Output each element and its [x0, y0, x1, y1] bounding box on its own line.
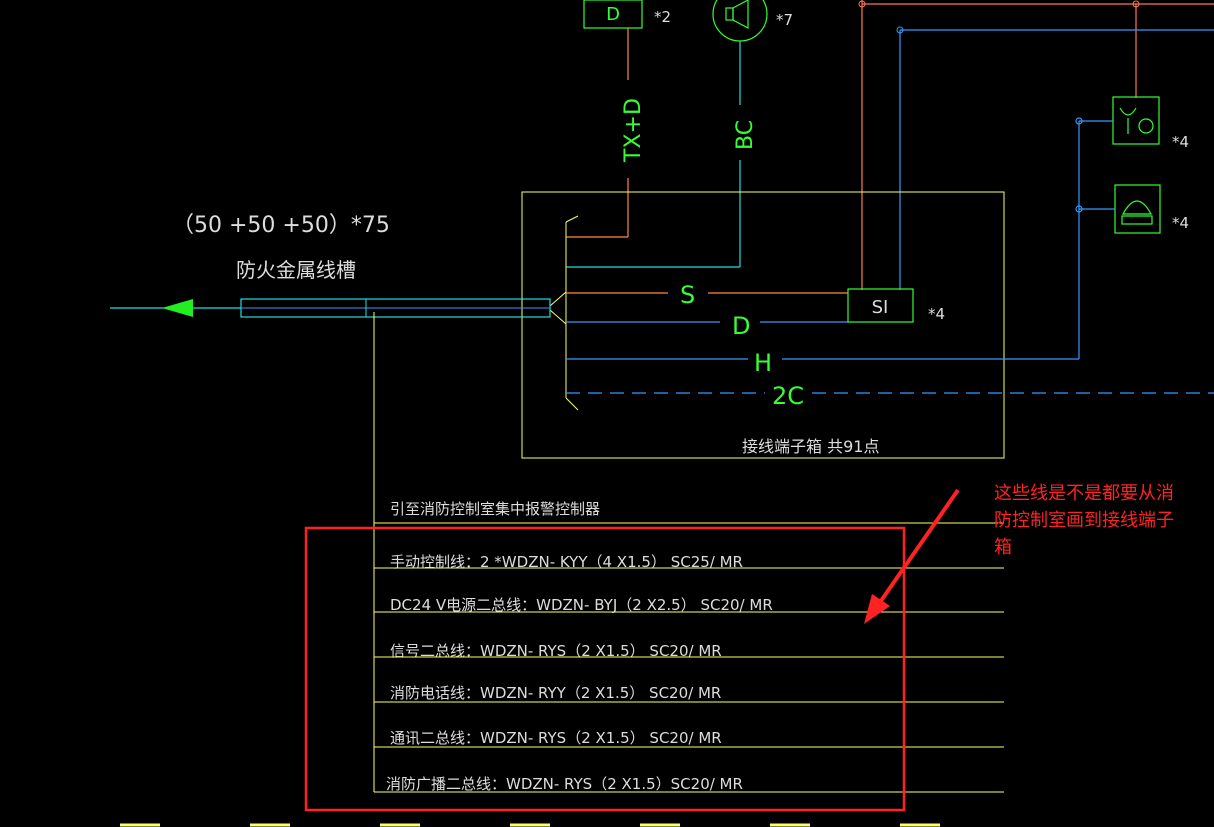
annotation-line-3: 箱 — [994, 537, 1012, 558]
phone-jack-count: *4 — [1172, 133, 1189, 151]
cable-label-bc: BC — [733, 120, 758, 150]
bundle-fan — [549, 215, 579, 411]
cable-label-tx-d: TX+D — [621, 98, 646, 163]
si-label: SI — [872, 297, 889, 318]
arrow-left-icon — [162, 299, 193, 317]
cable-trunking[interactable] — [240, 298, 551, 318]
detector-label: D — [606, 4, 620, 25]
arrow-down-left-icon — [864, 594, 890, 624]
annotation-line-2: 防控制室画到接线端子 — [994, 510, 1174, 531]
cable-label-s: S — [680, 281, 695, 309]
annotation-question: 这些线是不是都要从消 防控制室画到接线端子 箱 — [994, 483, 1174, 558]
phone-count: *4 — [1172, 214, 1189, 232]
wiring-item-5: 通讯二总线：WDZN- RYS（2 X1.5） SC20/ MR — [390, 729, 722, 747]
wiring-item-3: 信号二总线：WDZN- RYS（2 X1.5） SC20/ MR — [390, 642, 722, 660]
phone-jack-icon — [1119, 107, 1137, 116]
wiring-item-2: DC24 V电源二总线：WDZN- BYJ（2 X2.5） SC20/ MR — [390, 596, 773, 614]
terminal-box[interactable] — [521, 191, 1005, 459]
trunking-size: （50 +50 +50）*75 — [172, 213, 390, 238]
annotation-arrow — [864, 488, 960, 624]
detector-device[interactable]: D — [583, 0, 643, 29]
terminal-box-label: 接线端子箱 共91点 — [742, 437, 879, 456]
wiring-item-1: 手动控制线：2 *WDZN- KYY（4 X1.5） SC25/ MR — [390, 553, 743, 571]
phone-cable — [1075, 117, 1115, 359]
detector-count: *2 — [654, 8, 671, 26]
annotation-line-1: 这些线是不是都要从消 — [994, 483, 1174, 504]
detector-cable — [566, 28, 629, 238]
cable-label-d: D — [732, 312, 750, 340]
telephone-icon — [1121, 200, 1153, 215]
cable-label-2c: 2C — [772, 382, 804, 410]
wiring-item-6: 消防广播二总线：WDZN- RYS（2 X1.5）SC20/ MR — [386, 775, 743, 793]
si-count: *4 — [928, 305, 945, 323]
lead-note: 引至消防控制室集中报警控制器 — [390, 500, 600, 518]
trunking-arrow — [110, 299, 241, 317]
phone-jack-device[interactable] — [1112, 96, 1160, 145]
riser-lines — [858, 0, 1214, 290]
speaker-device[interactable] — [712, 0, 768, 42]
highlight-box — [304, 526, 906, 812]
speaker-icon — [725, 7, 734, 21]
speaker-cable — [566, 41, 741, 268]
trunking-name: 防火金属线槽 — [236, 258, 356, 282]
cable-label-h: H — [754, 349, 772, 377]
wiring-item-4: 消防电话线：WDZN- RYY（2 X1.5） SC20/ MR — [390, 684, 721, 702]
si-module[interactable]: SI — [847, 288, 914, 323]
speaker-count: *7 — [776, 11, 793, 29]
phone-device[interactable] — [1114, 184, 1161, 234]
wiring-list: 手动控制线：2 *WDZN- KYY（4 X1.5） SC25/ MR DC24 … — [374, 553, 1004, 793]
